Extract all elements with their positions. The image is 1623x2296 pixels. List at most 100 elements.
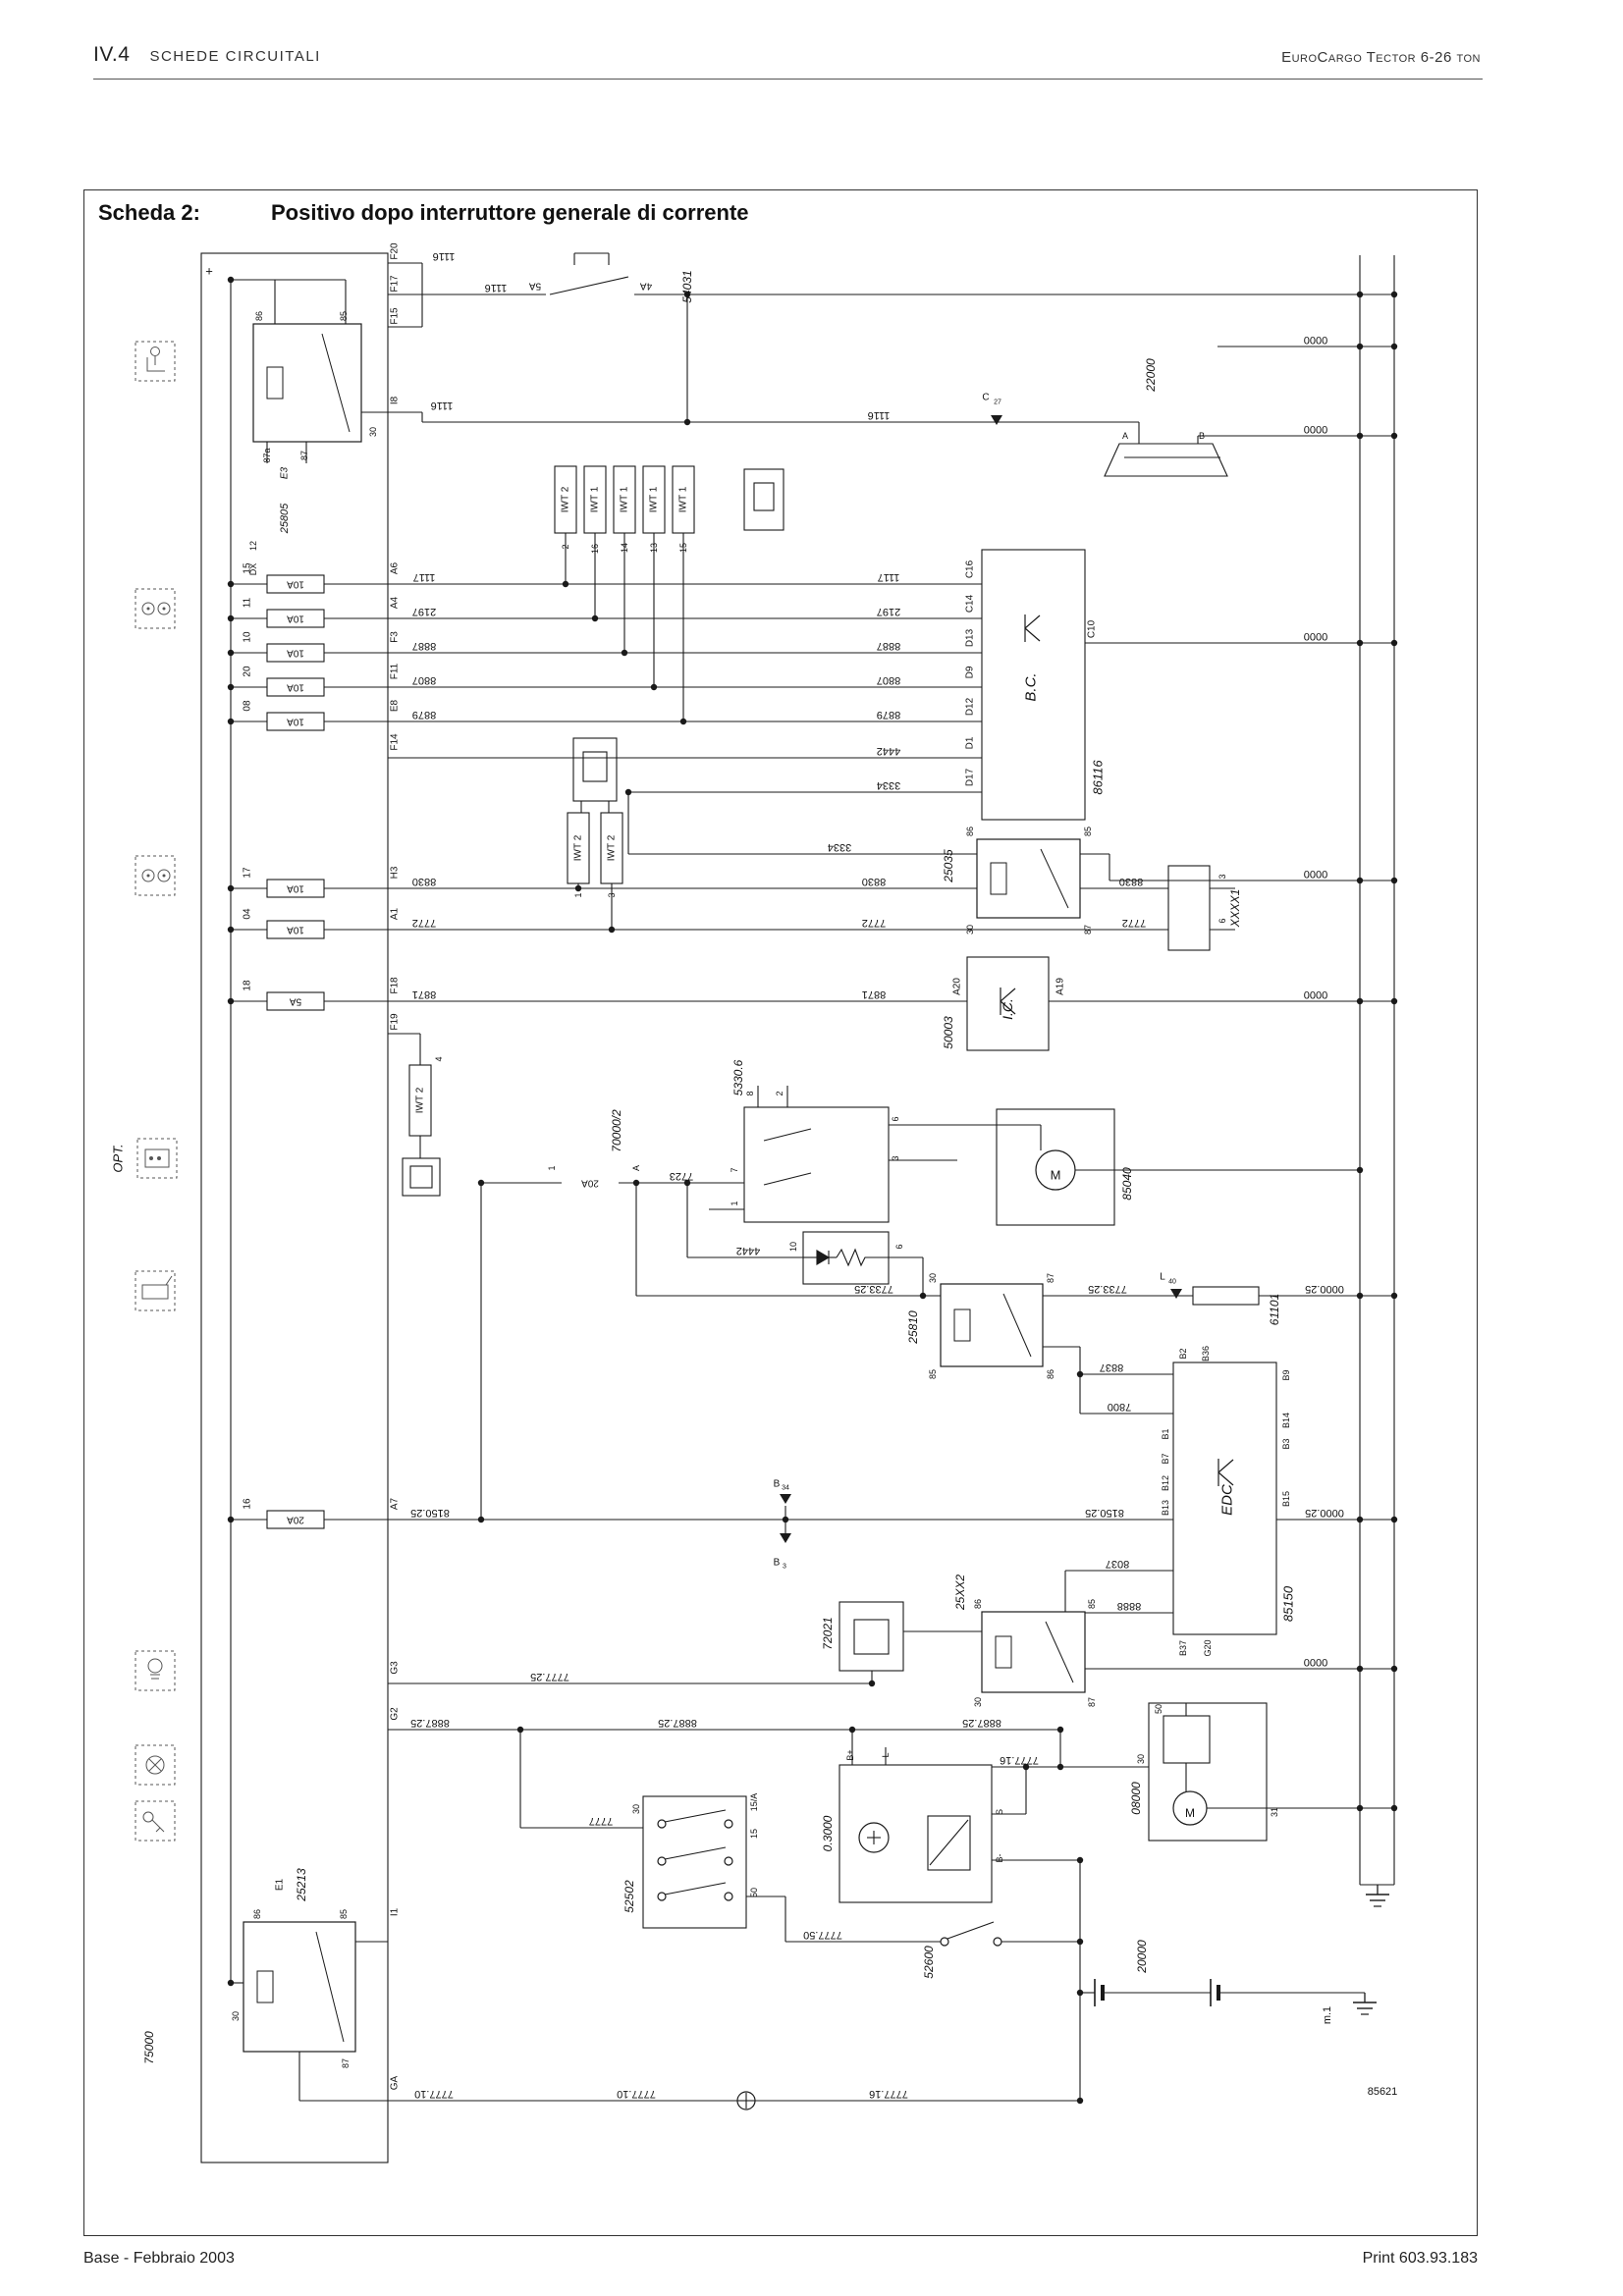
- schematic-label: 30: [631, 1804, 641, 1814]
- junction-dot: [1390, 1804, 1398, 1812]
- junction-dot: [632, 1179, 640, 1187]
- schematic-label: 6: [891, 1116, 900, 1121]
- schematic-label: 1: [547, 1165, 557, 1170]
- schematic-label: 50: [1154, 1704, 1163, 1714]
- schematic-label: 87: [299, 451, 309, 460]
- junction-dot: [1356, 291, 1364, 298]
- schematic-label: 5330.6: [731, 1059, 745, 1095]
- icon-bulb: [147, 1658, 163, 1674]
- section-number: IV.4: [93, 43, 131, 66]
- schematic-label: 3: [891, 1155, 900, 1160]
- junction-dot: [1356, 1804, 1364, 1812]
- junction-dot: [516, 1726, 524, 1734]
- icon-lamps: [157, 869, 171, 882]
- schematic-label: B2: [1178, 1348, 1188, 1359]
- schematic-label: 4442: [736, 1245, 760, 1256]
- schematic-label: 1116: [433, 250, 456, 262]
- junction-dot: [1390, 639, 1398, 647]
- schematic-label: 7723: [670, 1170, 693, 1182]
- junction-dot: [227, 718, 235, 725]
- schematic-label: F14: [390, 733, 401, 751]
- footer-edition: Base - Febbraio 2003: [83, 2250, 235, 2267]
- sheet-label: Scheda 2:: [98, 200, 200, 225]
- schematic-label: F18: [390, 977, 401, 994]
- schematic-label: 86116: [1091, 760, 1106, 795]
- schematic-label: 10A: [287, 925, 304, 935]
- schematic-label: 31: [1270, 1807, 1279, 1817]
- schematic-label: F3: [390, 631, 401, 643]
- junction-dot: [1356, 997, 1364, 1005]
- junction-dot: [1390, 1516, 1398, 1523]
- schematic-label: 8150.25: [1085, 1507, 1124, 1519]
- schematic-label: 8807: [877, 674, 900, 686]
- schematic-label: 10A: [287, 614, 304, 624]
- schematic-label: IWT 1: [678, 486, 689, 512]
- schematic-label: 86: [252, 1909, 262, 1919]
- junction-dot: [1356, 1166, 1364, 1174]
- schematic-label: 10: [243, 631, 253, 643]
- schematic-label: 85040: [1120, 1167, 1134, 1201]
- junction-dot: [1076, 2097, 1084, 2105]
- schematic-label: 20000: [1135, 1940, 1149, 1974]
- schematic-label: 0000: [1304, 630, 1327, 642]
- relay-contact: [321, 333, 351, 433]
- schematic-label: D17: [965, 768, 976, 786]
- component-circle: [736, 2091, 756, 2110]
- schematic-label: 10A: [287, 682, 304, 693]
- schematic-label: C10: [1087, 619, 1098, 638]
- junction-dot: [683, 418, 691, 426]
- schematic-label: D9: [965, 666, 976, 678]
- relay-coil: [953, 1308, 971, 1342]
- schematic-label: B-: [995, 1853, 1004, 1862]
- icon-lamps: [146, 874, 150, 878]
- icon-lamps: [157, 602, 171, 615]
- schematic-label: 6: [894, 1244, 904, 1249]
- icon-fan: [145, 1755, 165, 1775]
- schematic-label: A20: [952, 978, 963, 995]
- schematic-label: F11: [390, 663, 401, 679]
- schematic-label: 3334: [828, 841, 851, 853]
- schematic-label: 1116: [868, 409, 891, 421]
- schematic-label: 27: [994, 400, 1001, 406]
- schematic-label: 1117: [878, 571, 900, 583]
- junction-dot: [227, 614, 235, 622]
- schematic-label: 52502: [622, 1880, 636, 1913]
- icon-person-box: [135, 341, 176, 382]
- schematic-label: 7777.25: [530, 1671, 569, 1682]
- schematic-label: C16: [965, 560, 976, 578]
- icon-lamps-box: [135, 855, 176, 896]
- schematic-label: IWT 2: [573, 834, 584, 861]
- component-box: [409, 1165, 433, 1189]
- junction-dot: [591, 614, 599, 622]
- junction-dot: [1390, 1292, 1398, 1300]
- schematic-label: 1117: [413, 571, 436, 583]
- schematic-label: DX: [248, 563, 258, 576]
- schematic-label: 4: [434, 1056, 444, 1061]
- wire: [947, 1921, 995, 1940]
- junction-dot: [1356, 1516, 1364, 1523]
- schematic-label: 87a: [262, 448, 272, 462]
- relay-box: [243, 1921, 356, 2053]
- schematic-label: 30: [368, 427, 378, 437]
- schematic-label: D1: [965, 736, 976, 749]
- junction-dot: [1356, 343, 1364, 350]
- control-unit-symbol: [1000, 988, 1016, 1002]
- schematic-label: 5A: [529, 281, 542, 292]
- schematic-label: 54031: [680, 270, 694, 302]
- schematic-label: 85: [339, 311, 349, 321]
- schematic-label: IWT 1: [620, 486, 630, 512]
- icon-lamps: [162, 607, 166, 611]
- relay-coil: [990, 862, 1007, 895]
- schematic-label: IWT 1: [649, 486, 660, 512]
- junction-dot: [1390, 432, 1398, 440]
- schematic-label: B3: [1281, 1438, 1291, 1449]
- schematic-label: 75000: [142, 2031, 156, 2064]
- schematic-label: 72021: [821, 1617, 835, 1649]
- icon-radio: [165, 1275, 173, 1286]
- schematic-label: 30: [928, 1273, 938, 1283]
- schematic-label: 1: [730, 1201, 739, 1205]
- wire: [664, 1846, 727, 1860]
- component-circle: [724, 1856, 733, 1866]
- schematic-label: F20: [390, 242, 401, 260]
